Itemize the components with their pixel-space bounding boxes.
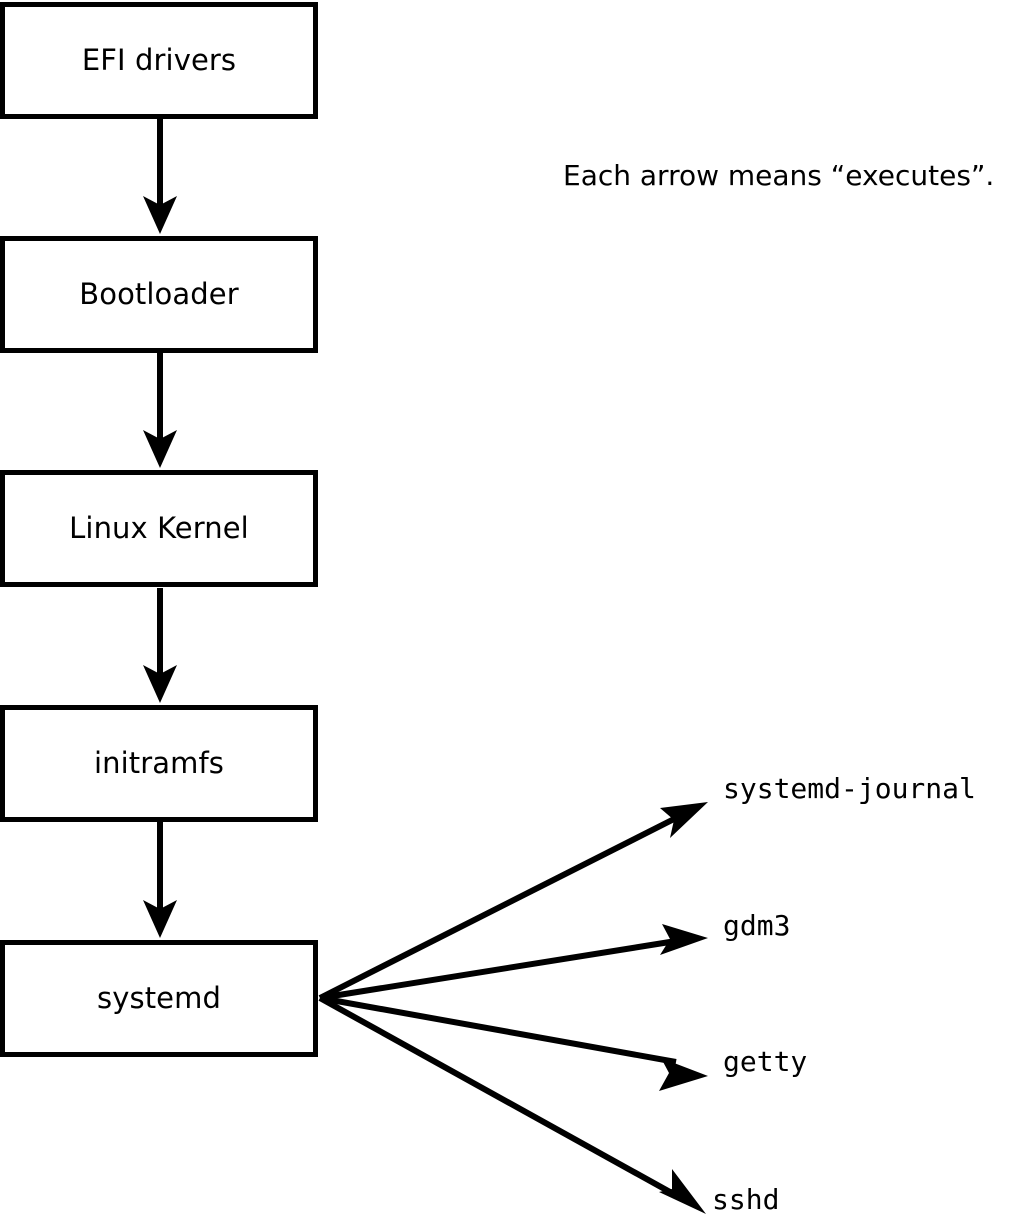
chain-arrow-bootloader-to-kernel <box>143 352 177 468</box>
service-arrow-gdm3 <box>319 924 708 1001</box>
node-bootloader[interactable]: Bootloader <box>0 236 318 353</box>
node-label-gdm3: gdm3 <box>723 909 791 942</box>
node-label-getty: getty <box>723 1045 808 1078</box>
service-arrow-sshd <box>318 995 706 1214</box>
node-efi-drivers[interactable]: EFI drivers <box>0 2 318 119</box>
legend-note: Each arrow means “executes”. <box>563 159 995 192</box>
node-linux-kernel[interactable]: Linux Kernel <box>0 470 318 587</box>
node-label-initramfs: initramfs <box>93 746 225 780</box>
chain-arrow-efi-to-bootloader <box>143 118 177 234</box>
node-label-systemd-journal: systemd-journal <box>723 772 976 805</box>
service-arrow-getty <box>319 995 708 1091</box>
node-label-linux-kernel: Linux Kernel <box>69 511 249 545</box>
chain-arrow-initramfs-to-systemd <box>143 822 177 938</box>
node-label-sshd: sshd <box>712 1183 780 1216</box>
node-systemd[interactable]: systemd <box>0 940 318 1057</box>
node-label-systemd: systemd <box>97 981 221 1015</box>
node-label-bootloader: Bootloader <box>79 277 239 311</box>
service-arrow-systemd-journal <box>318 802 708 1001</box>
node-initramfs[interactable]: initramfs <box>0 705 318 822</box>
chain-arrow-kernel-to-initramfs <box>143 588 177 703</box>
node-label-efi-drivers: EFI drivers <box>81 43 237 77</box>
